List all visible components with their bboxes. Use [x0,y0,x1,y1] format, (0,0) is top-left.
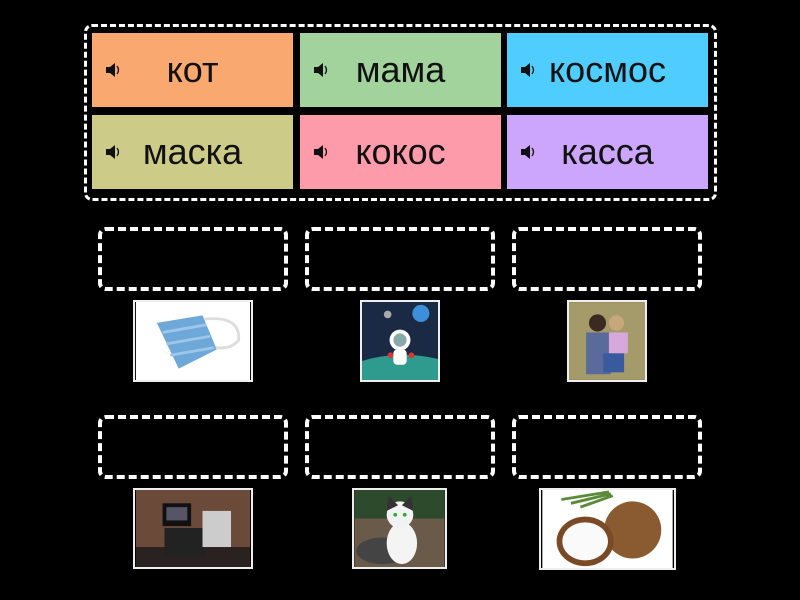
image-coconut [539,488,676,570]
drop-zone-2[interactable] [305,227,495,291]
image-cat [352,488,447,569]
tile-word: кокос [355,131,446,172]
tile-word: космос [549,49,666,90]
speaker-icon[interactable] [312,61,330,79]
drop-zone-5[interactable] [305,415,495,479]
word-tile-3[interactable]: космос [507,33,708,107]
speaker-icon[interactable] [519,61,537,79]
drop-zone-1[interactable] [98,227,288,291]
speaker-icon[interactable] [519,143,537,161]
image-astronaut-space [360,300,440,382]
word-tile-2[interactable]: мама [300,33,501,107]
drop-zone-6[interactable] [512,415,702,479]
drop-zone-3[interactable] [512,227,702,291]
image-cash-register [133,488,253,569]
tile-word: мама [355,49,446,90]
speaker-icon[interactable] [312,143,330,161]
image-mother-daughter [567,300,647,382]
speaker-icon[interactable] [104,143,122,161]
word-tile-1[interactable]: кот [92,33,293,107]
word-tile-6[interactable]: касса [507,115,708,189]
tile-word: кот [166,49,219,90]
speaker-icon[interactable] [104,61,122,79]
word-bank-area [84,24,717,201]
image-medical-mask [133,300,253,382]
tile-word: касса [561,131,654,172]
word-tile-5[interactable]: кокос [300,115,501,189]
tile-word: маска [142,131,243,172]
word-tile-4[interactable]: маска [92,115,293,189]
drop-zone-4[interactable] [98,415,288,479]
